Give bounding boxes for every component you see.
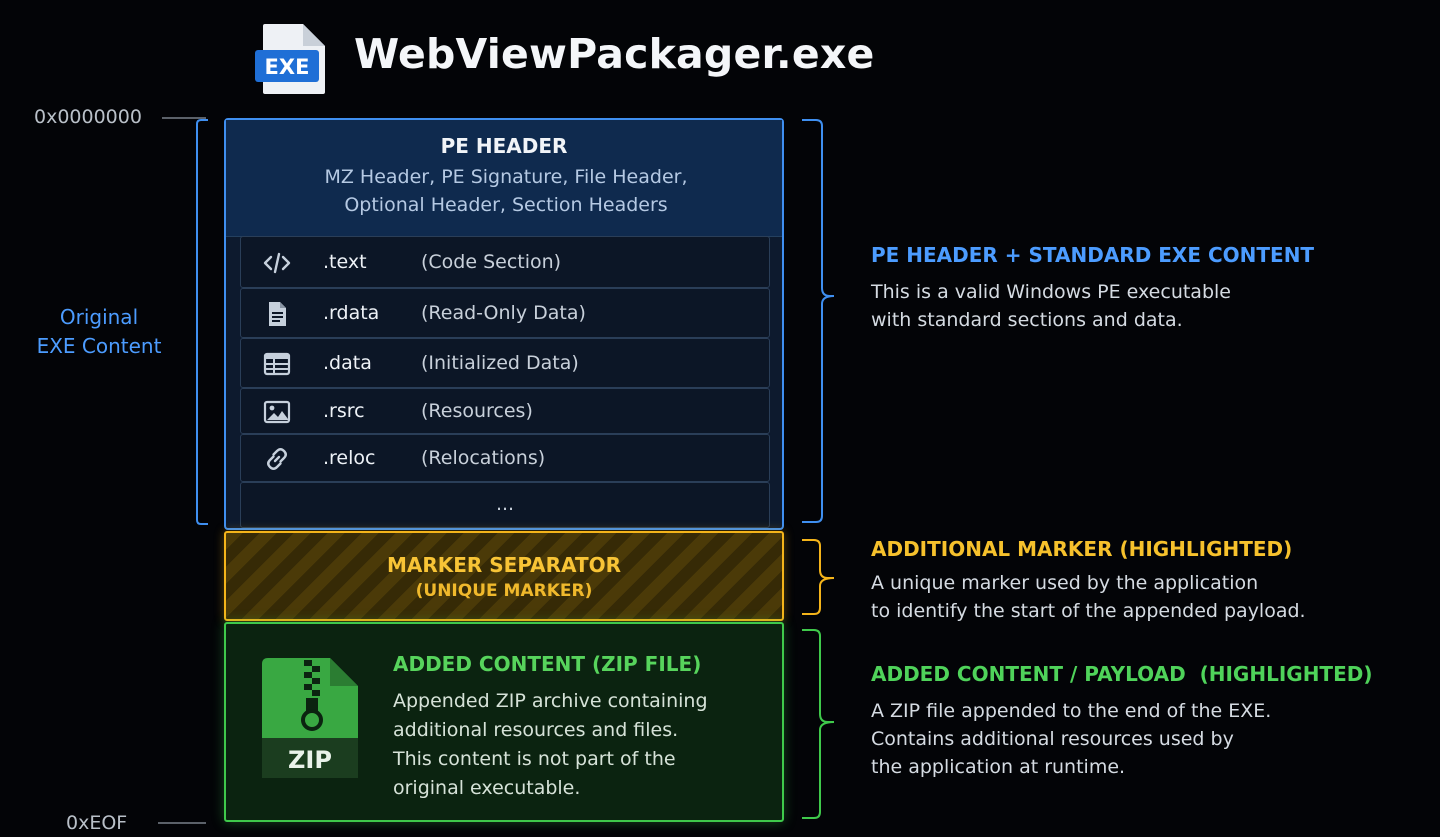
section-name: .reloc xyxy=(323,447,376,469)
pe-content-bracket xyxy=(802,119,835,523)
zip-description-line4: original executable. xyxy=(393,777,581,799)
pe-header-block: PE HEADER MZ Header, PE Signature, File … xyxy=(226,120,782,237)
marker-annotation: ADDITIONAL MARKER (HIGHLIGHTED) A unique… xyxy=(871,537,1431,625)
section-row-rsrc: .rsrc (Resources) xyxy=(240,388,770,434)
pe-annotation-line1: This is a valid Windows PE executable xyxy=(871,281,1231,303)
marker-subtitle: (UNIQUE MARKER) xyxy=(415,581,593,601)
section-name: .rsrc xyxy=(323,400,365,422)
section-name: .data xyxy=(323,352,372,374)
section-desc: (Read-Only Data) xyxy=(421,302,586,324)
exe-icon-label: EXE xyxy=(265,55,310,79)
payload-annotation-line3: the application at runtime. xyxy=(871,756,1126,778)
original-exe-bracket xyxy=(196,119,208,525)
exe-file-icon: EXE xyxy=(255,22,329,96)
section-desc: (Code Section) xyxy=(421,251,562,273)
table-icon xyxy=(263,350,291,378)
start-offset-tick xyxy=(162,117,206,119)
zip-description-line2: additional resources and files. xyxy=(393,719,679,741)
zip-description-line1: Appended ZIP archive containing xyxy=(393,690,708,712)
original-exe-label: Original EXE Content xyxy=(20,303,178,361)
payload-annotation-body: A ZIP file appended to the end of the EX… xyxy=(871,697,1391,781)
marker-bracket xyxy=(802,539,835,615)
payload-bracket xyxy=(802,629,835,819)
section-name: .text xyxy=(323,251,367,273)
zip-title: ADDED CONTENT (ZIP FILE) xyxy=(393,652,702,676)
pe-annotation: PE HEADER + STANDARD EXE CONTENT This is… xyxy=(871,243,1391,334)
marker-annotation-body: A unique marker used by the application … xyxy=(871,569,1431,625)
code-icon xyxy=(263,249,291,277)
section-row-more: ... xyxy=(240,482,770,528)
end-offset-label: 0xEOF xyxy=(66,812,128,834)
image-icon xyxy=(263,398,291,426)
marker-annotation-line2: to identify the start of the appended pa… xyxy=(871,600,1306,622)
link-icon xyxy=(263,445,291,473)
pe-header-title: PE HEADER xyxy=(440,134,568,158)
section-desc: (Initialized Data) xyxy=(421,352,579,374)
pe-annotation-body: This is a valid Windows PE executable wi… xyxy=(871,278,1391,334)
original-exe-label-line2: EXE Content xyxy=(36,334,162,358)
end-offset-tick xyxy=(158,822,206,824)
pe-content-box: PE HEADER MZ Header, PE Signature, File … xyxy=(224,118,784,530)
section-row-data: .data (Initialized Data) xyxy=(240,338,770,388)
pe-header-subtitle-line1: MZ Header, PE Signature, File Header, xyxy=(324,166,688,188)
section-desc: (Resources) xyxy=(421,400,533,422)
marker-annotation-title: ADDITIONAL MARKER (HIGHLIGHTED) xyxy=(871,537,1293,561)
section-desc: (Relocations) xyxy=(421,447,546,469)
document-icon xyxy=(263,300,291,328)
marker-title: MARKER SEPARATOR xyxy=(386,553,622,577)
payload-annotation: ADDED CONTENT / PAYLOAD (HIGHLIGHTED) A … xyxy=(871,662,1391,781)
start-offset-label: 0x0000000 xyxy=(34,106,142,128)
zip-icon-label: ZIP xyxy=(288,746,332,774)
zip-description: Appended ZIP archive containing addition… xyxy=(393,687,753,803)
payload-annotation-title: ADDED CONTENT / PAYLOAD (HIGHLIGHTED) xyxy=(871,662,1373,686)
section-row-reloc: .reloc (Relocations) xyxy=(240,434,770,482)
page-title: WebViewPackager.exe xyxy=(354,30,875,78)
more-sections-ellipsis: ... xyxy=(495,493,515,515)
payload-annotation-line2: Contains additional resources used by xyxy=(871,728,1234,750)
section-row-text: .text (Code Section) xyxy=(240,236,770,288)
marker-separator-box: MARKER SEPARATOR (UNIQUE MARKER) xyxy=(224,531,784,621)
added-content-box: ZIP ADDED CONTENT (ZIP FILE) Appended ZI… xyxy=(224,622,784,822)
pe-header-subtitle-line2: Optional Header, Section Headers xyxy=(344,194,668,216)
pe-header-subtitle: MZ Header, PE Signature, File Header, Op… xyxy=(286,163,726,219)
payload-annotation-line1: A ZIP file appended to the end of the EX… xyxy=(871,700,1272,722)
pe-annotation-title: PE HEADER + STANDARD EXE CONTENT xyxy=(871,243,1315,267)
marker-annotation-line1: A unique marker used by the application xyxy=(871,572,1259,594)
pe-annotation-line2: with standard sections and data. xyxy=(871,309,1183,331)
zip-description-line3: This content is not part of the xyxy=(393,748,676,770)
zip-file-icon: ZIP xyxy=(262,656,362,780)
section-row-rdata: .rdata (Read-Only Data) xyxy=(240,288,770,338)
original-exe-label-line1: Original xyxy=(59,305,139,329)
section-name: .rdata xyxy=(323,302,380,324)
